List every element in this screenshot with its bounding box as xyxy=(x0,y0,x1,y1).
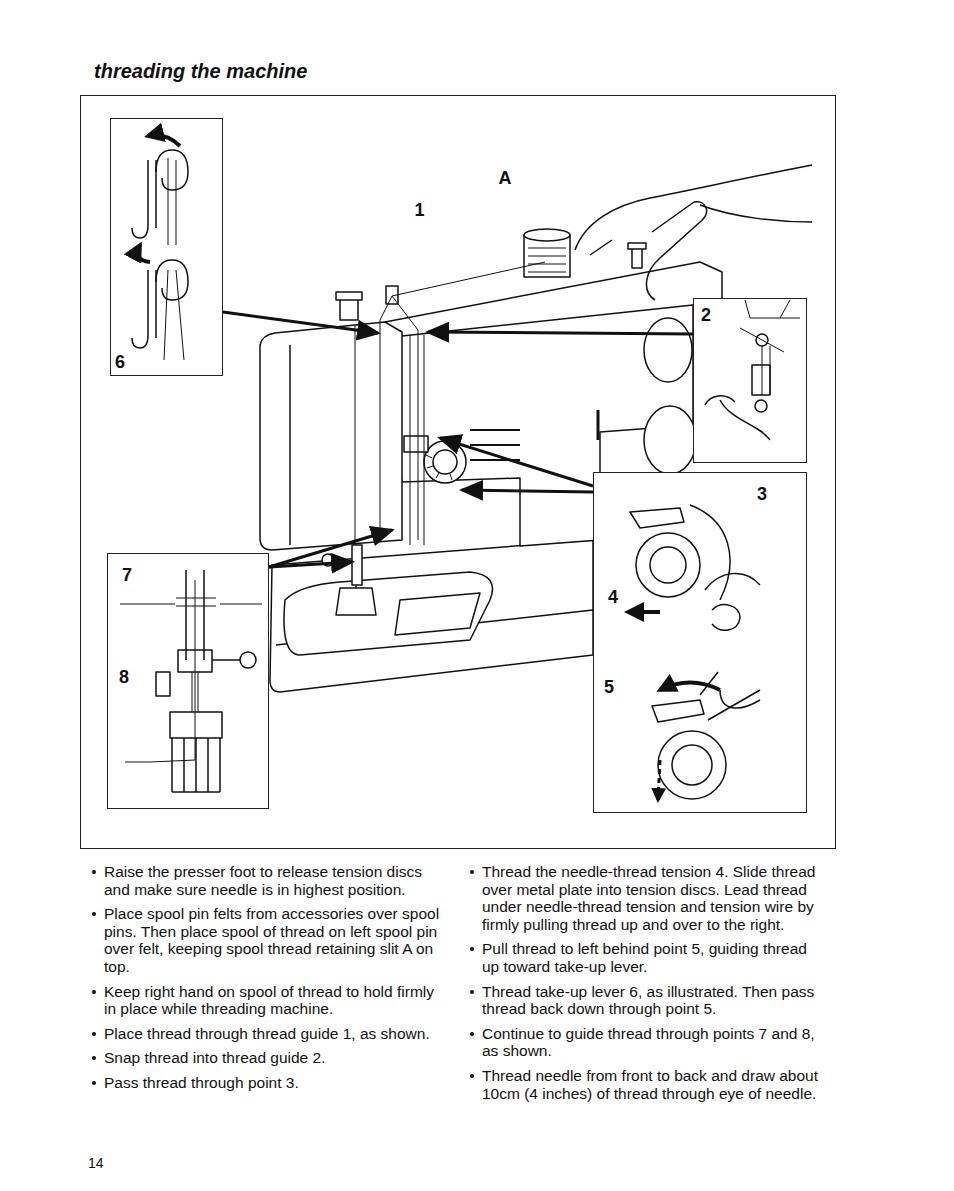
inset-box: 3 4 5 xyxy=(593,472,807,813)
bullet xyxy=(92,990,96,994)
bullet xyxy=(470,947,474,951)
callout-number: 5 xyxy=(604,677,614,697)
instruction-item: Continue to guide thread through points … xyxy=(482,1025,824,1060)
callout-number: A xyxy=(499,168,512,188)
instruction-text: Thread the needle-thread tension 4. Slid… xyxy=(482,863,815,933)
bullet xyxy=(92,1081,96,1085)
bullet xyxy=(470,1074,474,1078)
callout-number: 7 xyxy=(122,565,132,585)
callout-number: 6 xyxy=(115,352,125,372)
instruction-text: Pass thread through point 3. xyxy=(104,1074,299,1091)
instruction-text: Keep right hand on spool of thread to ho… xyxy=(104,983,434,1018)
instruction-item: Place spool pin felts from accessories o… xyxy=(104,905,446,975)
instruction-item: Pull thread to left behind point 5, guid… xyxy=(482,940,824,975)
instruction-text: Snap thread into thread guide 2. xyxy=(104,1049,325,1066)
bullet xyxy=(92,912,96,916)
bullet xyxy=(92,1032,96,1036)
instruction-text: Thread needle from front to back and dra… xyxy=(482,1067,818,1102)
instruction-text: Place spool pin felts from accessories o… xyxy=(104,905,439,975)
illustration-frame: A16234578 xyxy=(80,95,836,849)
instruction-item: Thread the needle-thread tension 4. Slid… xyxy=(482,863,824,933)
text-column: Thread the needle-thread tension 4. Slid… xyxy=(482,863,824,1109)
instruction-text: Continue to guide thread through points … xyxy=(482,1025,815,1060)
bullet xyxy=(470,990,474,994)
callout-number: 4 xyxy=(608,587,618,607)
callout-number: 3 xyxy=(757,484,767,504)
instruction-text: Place thread through thread guide 1, as … xyxy=(104,1025,430,1042)
bullet xyxy=(92,1056,96,1060)
inset-box: 6 xyxy=(110,118,223,376)
page-title: threading the machine xyxy=(94,59,307,83)
instruction-text: Raise the presser foot to release tensio… xyxy=(104,863,422,898)
instruction-text: Pull thread to left behind point 5, guid… xyxy=(482,940,807,975)
page-number: 14 xyxy=(88,1155,104,1171)
instruction-item: Thread needle from front to back and dra… xyxy=(482,1067,824,1102)
inset-box: 78 xyxy=(107,553,269,809)
instruction-item: Snap thread into thread guide 2. xyxy=(104,1049,446,1067)
callout-number: 1 xyxy=(415,200,425,220)
instruction-item: Thread take-up lever 6, as illustrated. … xyxy=(482,983,824,1018)
text-column: Raise the presser foot to release tensio… xyxy=(104,863,446,1099)
instruction-text: Thread take-up lever 6, as illustrated. … xyxy=(482,983,814,1018)
instruction-item: Keep right hand on spool of thread to ho… xyxy=(104,983,446,1018)
instruction-item: Pass thread through point 3. xyxy=(104,1074,446,1092)
bullet xyxy=(92,870,96,874)
bullet xyxy=(470,1032,474,1036)
bullet xyxy=(470,870,474,874)
callout-number: 2 xyxy=(701,305,711,325)
inset-box: 2 xyxy=(693,298,807,463)
instruction-item: Raise the presser foot to release tensio… xyxy=(104,863,446,898)
instruction-item: Place thread through thread guide 1, as … xyxy=(104,1025,446,1043)
callout-number: 8 xyxy=(119,667,129,687)
